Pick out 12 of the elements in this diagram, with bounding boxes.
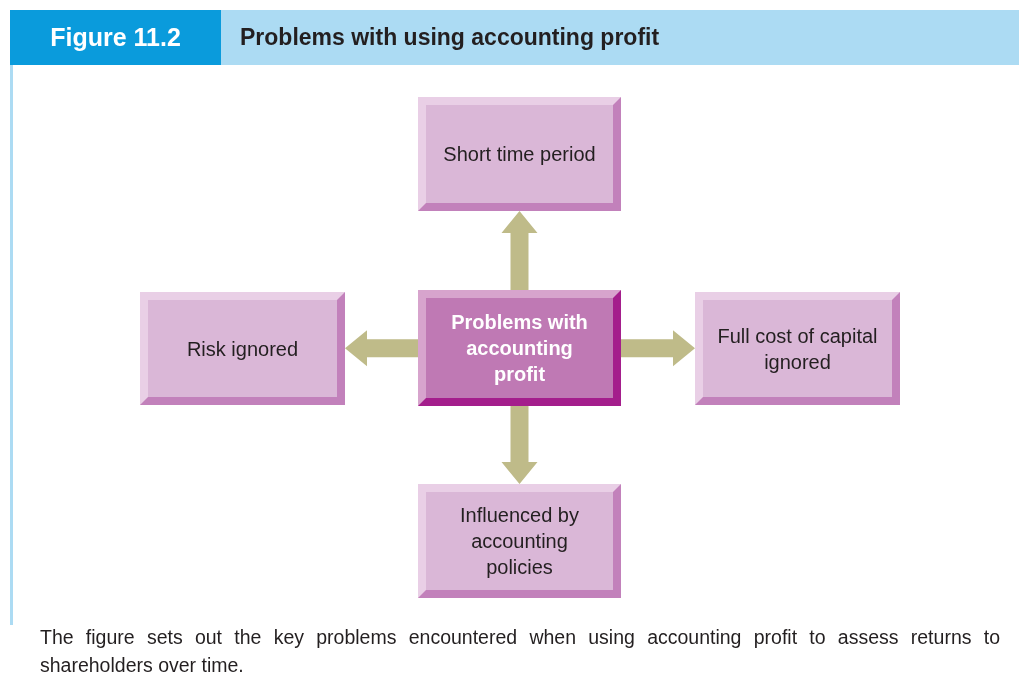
problem-box: Full cost of capital ignored (695, 292, 900, 405)
arrow (501, 406, 538, 484)
arrow (345, 330, 418, 367)
central-box: Problems with accounting profit (418, 290, 621, 406)
problem-box: Risk ignored (140, 292, 345, 405)
problem-box: Influenced by accounting policies (418, 484, 621, 598)
figure-number: Figure 11.2 (10, 10, 221, 65)
problem-box: Short time period (418, 97, 621, 211)
arrow (501, 211, 538, 290)
caption: The figure sets out the key problems encountered when using accounting profit to assess returns to shareholders over time. (40, 625, 1000, 678)
figure-title: Problems with using accounting profit (240, 24, 660, 51)
arrow (621, 330, 695, 367)
